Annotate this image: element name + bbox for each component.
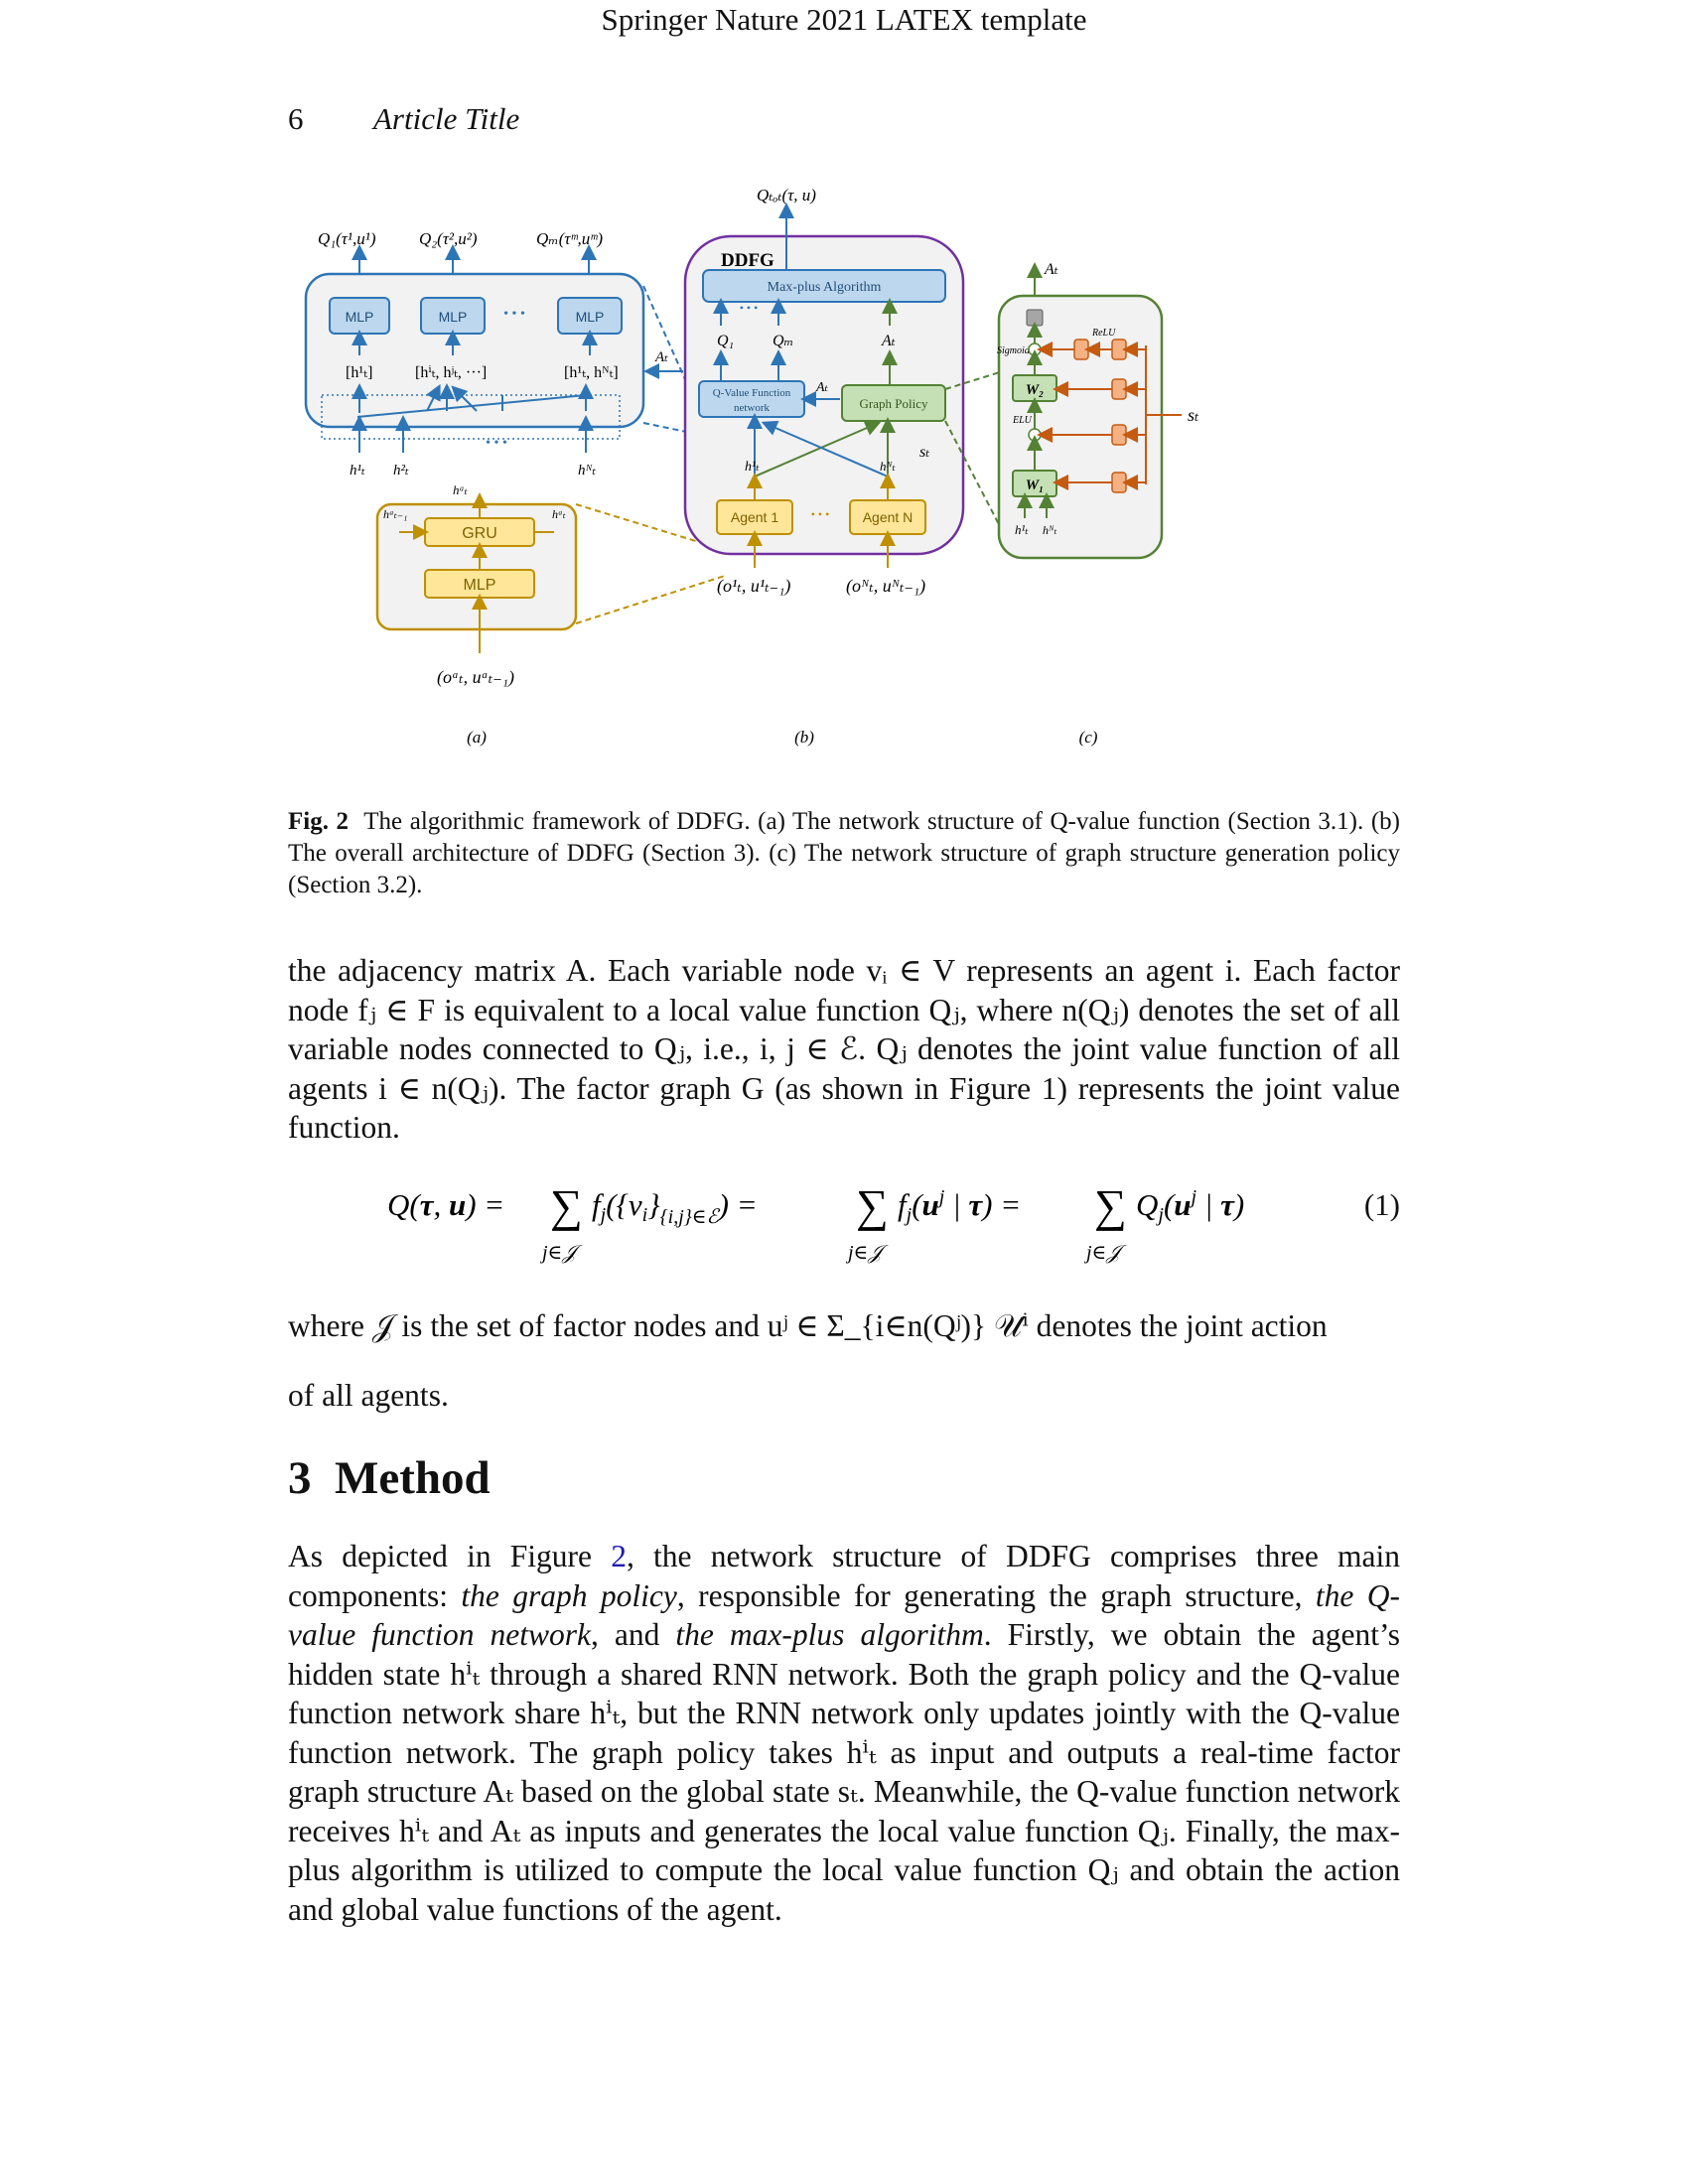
svg-text:W₁: W₁: [1026, 478, 1045, 493]
equation-number: (1): [1363, 1187, 1400, 1222]
page-number: 6: [288, 101, 304, 136]
svg-text:Graph Policy: Graph Policy: [860, 396, 928, 411]
svg-text:Agent N: Agent N: [863, 509, 914, 525]
svg-text:Aₜ: Aₜ: [1044, 261, 1058, 278]
svg-text:MLP: MLP: [439, 309, 468, 325]
label-b: (b): [794, 728, 814, 747]
svg-text:∑: ∑: [1094, 1180, 1127, 1231]
obs-a: (oᵃₜ, uᵃₜ₋₁): [437, 667, 514, 688]
input-h2: h²ₜ: [393, 463, 409, 478]
svg-text:MLP: MLP: [346, 309, 374, 325]
input-hn: hᴺₜ: [578, 463, 596, 478]
qtot-label: Qₜₒₜ(τ, u): [757, 187, 816, 205]
caption-text: The algorithmic framework of DDFG. (a) T…: [288, 808, 1401, 898]
label-a: (a): [467, 728, 487, 747]
paragraph-where: where 𝒥 is the set of factor nodes and u…: [288, 1308, 1328, 1343]
figure-caption: Fig. 2 The algorithmic framework of DDFG…: [288, 806, 1400, 901]
section-number: 3: [288, 1452, 312, 1504]
svg-text:Q₁: Q₁: [717, 333, 734, 349]
svg-text:hᴺₜ: hᴺₜ: [1043, 523, 1057, 537]
running-header: Springer Nature 2021 LATEX template: [601, 2, 1087, 37]
mlp-ellipsis: • • •: [503, 307, 525, 322]
svg-text:h¹ₜ: h¹ₜ: [745, 460, 760, 475]
panel-b: Qₜₒₜ(τ, u) DDFG Max-plus Algorithm • • •…: [683, 187, 965, 747]
selection-box: [321, 394, 621, 440]
paragraph-method: As depicted in Figure 2, the network str…: [288, 1539, 1400, 1927]
svg-text:ELU: ELU: [1012, 415, 1033, 426]
article-title: Article Title: [373, 101, 520, 136]
svg-text:• • •: • • •: [811, 507, 830, 521]
svg-text:h¹ₜ: h¹ₜ: [1015, 522, 1029, 537]
svg-text:Q-Value Function: Q-Value Function: [713, 387, 791, 399]
equation-1: Q(τ, u) = ∑ j∈𝒥 fj({vi}{i,j}∈ℰ) = ∑ j∈𝒥 …: [387, 1180, 1244, 1264]
svg-text:• • •: • • •: [486, 436, 507, 451]
panel-a: Q₁(τ¹,u¹) Q₂(τ²,u²) Qₘ(τᵐ,uᵐ) MLP MLP • …: [304, 229, 645, 747]
paragraph-adjacency: the adjacency matrix A. Each variable no…: [288, 953, 1400, 1145]
svg-text:Agent 1: Agent 1: [731, 509, 778, 525]
svg-text:hᵃₜ: hᵃₜ: [453, 482, 469, 497]
concat-1: [h¹ₜ]: [346, 364, 372, 381]
caption-label: Fig. 2: [288, 808, 350, 835]
qm-output: Qₘ(τᵐ,uᵐ): [536, 229, 603, 248]
hypernetwork: ReLU: [1037, 328, 1182, 493]
panel-c: Aₜ Sigmoid W₂ ELU W₁ h¹ₜ hᴺₜ ReLU: [997, 261, 1199, 747]
svg-text:sₜ: sₜ: [1188, 405, 1199, 425]
section-heading: 3 Method: [288, 1451, 491, 1505]
svg-text:∑: ∑: [550, 1180, 583, 1231]
maxplus-box: [702, 269, 946, 303]
maxplus-label: Max-plus Algorithm: [768, 280, 882, 295]
ddfg-title: DDFG: [721, 250, 774, 271]
svg-text:j∈𝒥: j∈𝒥: [539, 1242, 583, 1264]
svg-text:• • •: • • •: [740, 301, 759, 315]
obs-agent-1: (o¹ₜ, u¹ₜ₋₁): [717, 576, 790, 597]
svg-text:fj({vi}{i,j}∈ℰ) =: fj({vi}{i,j}∈ℰ) =: [592, 1187, 758, 1228]
svg-text:W₂: W₂: [1026, 382, 1045, 398]
figure-ddfg-framework: Q₁(τ¹,u¹) Q₂(τ²,u²) Qₘ(τᵐ,uᵐ) MLP MLP • …: [304, 187, 1199, 747]
svg-text:j∈𝒥: j∈𝒥: [1083, 1242, 1127, 1264]
paragraph-where-cont: of all agents.: [288, 1378, 449, 1413]
obs-agent-n: (oᴺₜ, uᴺₜ₋₁): [846, 576, 925, 597]
svg-text:hᴺₜ: hᴺₜ: [880, 459, 896, 474]
svg-text:fj(uj | τ) =: fj(uj | τ) =: [898, 1186, 1021, 1226]
svg-text:hᵃₜ₋₁: hᵃₜ₋₁: [383, 507, 407, 521]
section-title: Method: [335, 1452, 491, 1504]
svg-text:j∈𝒥: j∈𝒥: [845, 1242, 889, 1264]
svg-text:Aₜ: Aₜ: [654, 349, 668, 365]
svg-text:Qj(uj | τ): Qj(uj | τ): [1136, 1186, 1244, 1226]
svg-text:Q(τ, u) =: Q(τ, u) =: [387, 1187, 504, 1222]
svg-text:sₜ: sₜ: [919, 444, 929, 461]
concat-2: [hⁱₜ, hʲₜ, ···]: [415, 364, 487, 381]
concat-3: [h¹ₜ, hᴺₜ]: [564, 364, 619, 381]
svg-text:GRU: GRU: [462, 525, 497, 542]
policy-net-container: [997, 294, 1164, 560]
svg-text:ReLU: ReLU: [1091, 328, 1116, 339]
svg-text:∑: ∑: [856, 1180, 889, 1231]
svg-text:network: network: [734, 402, 771, 414]
svg-text:Sigmoid: Sigmoid: [997, 345, 1031, 356]
q2-output: Q₂(τ²,u²): [419, 229, 478, 248]
svg-text:Aₜ: Aₜ: [815, 380, 829, 395]
svg-text:hᵃₜ: hᵃₜ: [552, 507, 566, 521]
sampling-node: [1026, 309, 1044, 327]
label-c: (c): [1079, 728, 1098, 747]
input-h1: h¹ₜ: [350, 463, 365, 478]
q1-output: Q₁(τ¹,u¹): [318, 229, 376, 248]
svg-text:MLP: MLP: [464, 577, 496, 594]
svg-text:Aₜ: Aₜ: [881, 333, 896, 349]
svg-text:MLP: MLP: [576, 309, 605, 325]
svg-text:Qₘ: Qₘ: [773, 333, 793, 349]
figure-ref-link[interactable]: 2: [611, 1539, 627, 1573]
